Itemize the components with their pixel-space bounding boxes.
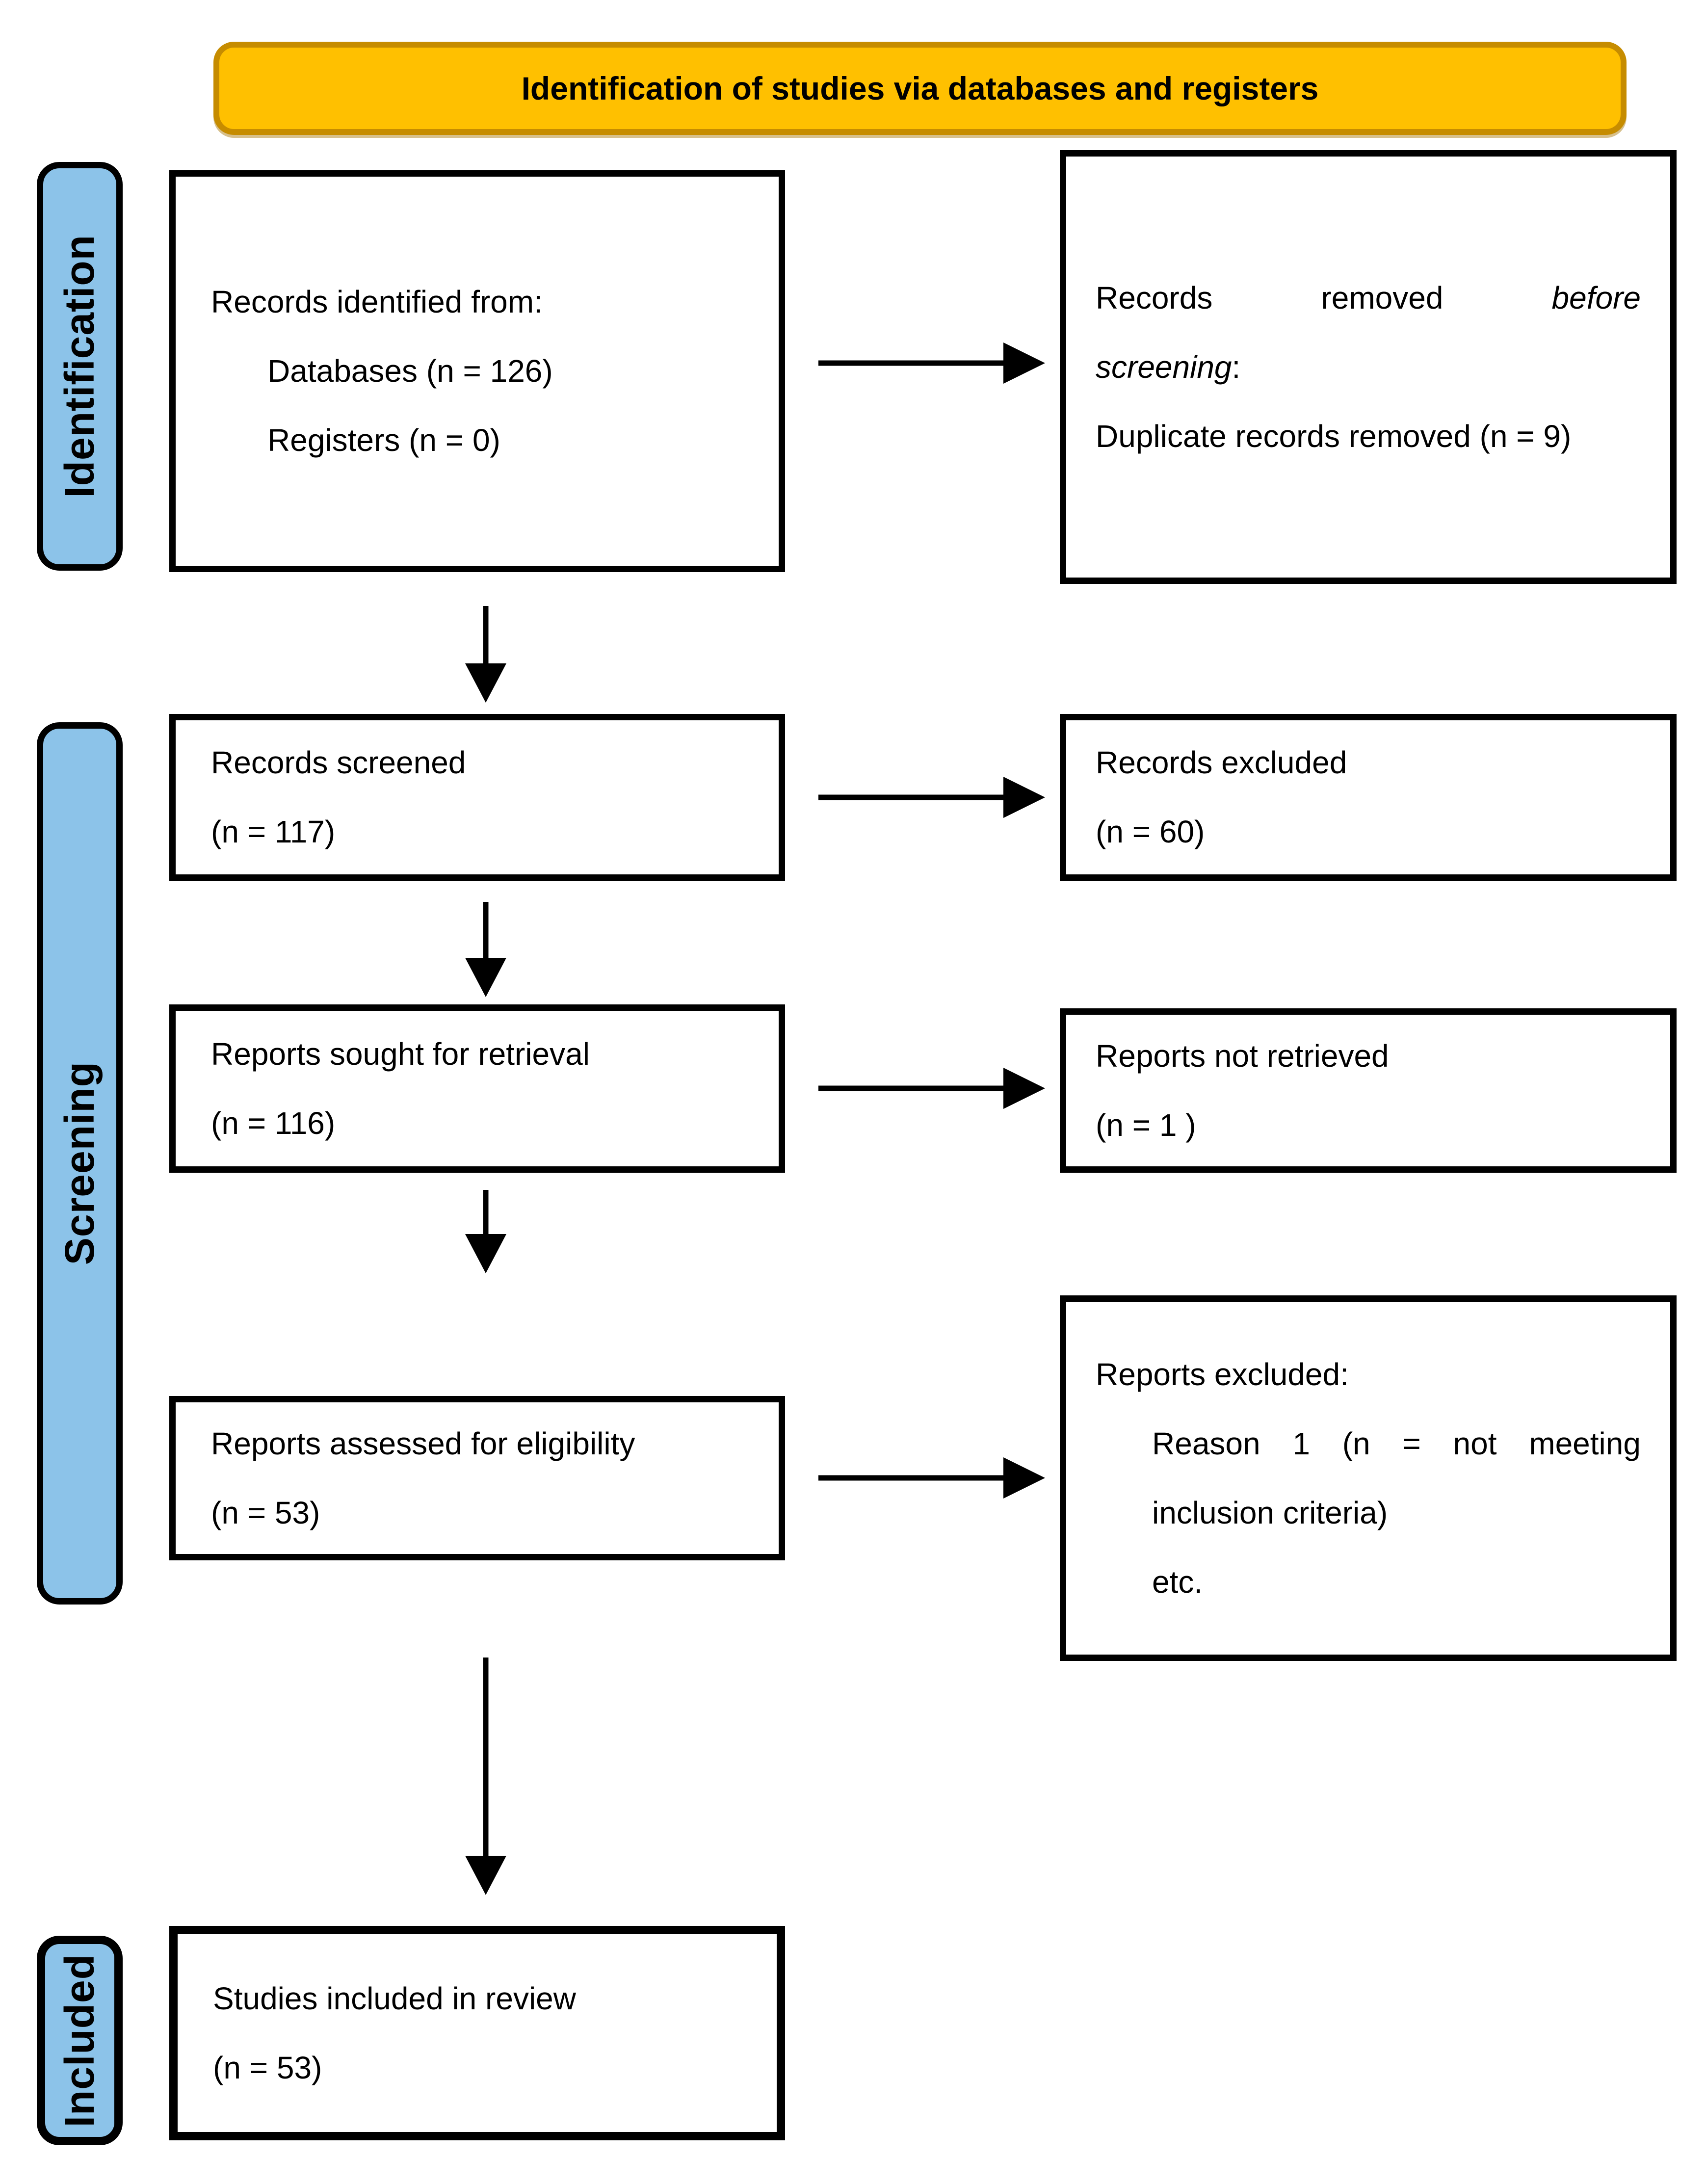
box-records-excluded: Records excluded (n = 60) xyxy=(1060,714,1677,881)
arrow-sought-to-assessed xyxy=(465,1190,506,1273)
reason-word2: 1 xyxy=(1292,1425,1310,1461)
studies-included-label: Studies included in review xyxy=(213,1980,576,2016)
reason-word5: not xyxy=(1453,1425,1497,1461)
stage-label-included: Included xyxy=(56,1953,103,2128)
reports-sought-label: Reports sought for retrieval xyxy=(211,1036,590,1072)
reports-assessed-label: Reports assessed for eligibility xyxy=(211,1425,635,1461)
reason-word4: = xyxy=(1402,1425,1421,1461)
records-screened-label: Records screened xyxy=(211,745,466,780)
arrow-identified-to-removed xyxy=(818,342,1045,384)
stage-bar-screening: Screening xyxy=(37,722,123,1605)
arrow-screened-to-sought xyxy=(465,902,506,997)
title-banner: Identification of studies via databases … xyxy=(213,42,1627,135)
records-screened-count: (n = 117) xyxy=(211,814,336,849)
box-records-removed: Records removed before screening: Duplic… xyxy=(1060,150,1677,584)
records-removed-screening-word: screening xyxy=(1096,349,1232,385)
stage-bar-included: Included xyxy=(37,1936,123,2145)
stage-label-screening: Screening xyxy=(56,1061,103,1265)
reports-assessed-count: (n = 53) xyxy=(211,1495,320,1530)
reports-excluded-heading: Reports excluded: xyxy=(1096,1356,1349,1392)
reports-excluded-criteria: inclusion criteria) xyxy=(1152,1495,1388,1530)
reports-sought-count: (n = 116) xyxy=(211,1105,336,1141)
box-reports-assessed: Reports assessed for eligibility (n = 53… xyxy=(169,1396,785,1560)
box-studies-included: Studies included in review (n = 53) xyxy=(169,1926,785,2140)
records-excluded-count: (n = 60) xyxy=(1096,814,1205,849)
records-removed-line1: Records removed before xyxy=(1096,263,1641,333)
records-identified-heading: Records identified from: xyxy=(211,284,543,319)
arrow-assessed-to-reports-excluded xyxy=(818,1457,1045,1499)
reason-word3: (n xyxy=(1342,1425,1370,1461)
box-reports-sought: Reports sought for retrieval (n = 116) xyxy=(169,1004,785,1173)
arrow-assessed-to-included xyxy=(465,1658,506,1895)
title-banner-text: Identification of studies via databases … xyxy=(521,70,1319,106)
reason-word6: meeting xyxy=(1529,1425,1641,1461)
records-removed-line2: screening: xyxy=(1096,333,1641,402)
reports-not-retrieved-label: Reports not retrieved xyxy=(1096,1038,1389,1074)
box-reports-excluded: Reports excluded: Reason 1 (n = not meet… xyxy=(1060,1295,1677,1661)
records-removed-word1: Records xyxy=(1096,280,1213,316)
reports-excluded-etc: etc. xyxy=(1152,1564,1203,1600)
records-removed-colon: : xyxy=(1232,349,1241,385)
stage-bar-identification: Identification xyxy=(37,162,123,571)
arrow-identified-to-screened xyxy=(465,606,506,703)
records-removed-duplicates: Duplicate records removed (n = 9) xyxy=(1096,418,1572,454)
records-identified-registers: Registers (n = 0) xyxy=(267,422,500,458)
box-reports-not-retrieved: Reports not retrieved (n = 1 ) xyxy=(1060,1008,1677,1173)
records-removed-word2: removed xyxy=(1321,280,1444,316)
records-identified-databases: Databases (n = 126) xyxy=(267,353,553,389)
arrow-sought-to-not-retrieved xyxy=(818,1068,1045,1109)
arrow-screened-to-excluded xyxy=(818,777,1045,818)
records-excluded-label: Records excluded xyxy=(1096,745,1347,780)
studies-included-count: (n = 53) xyxy=(213,2050,322,2085)
reason-word1: Reason xyxy=(1152,1425,1260,1461)
records-removed-word3: before xyxy=(1551,280,1641,316)
reports-excluded-reason-line: Reason 1 (n = not meeting xyxy=(1096,1409,1641,1478)
box-records-identified: Records identified from: Databases (n = … xyxy=(169,170,785,572)
box-records-screened: Records screened (n = 117) xyxy=(169,714,785,881)
stage-label-identification: Identification xyxy=(56,235,103,498)
reports-not-retrieved-count: (n = 1 ) xyxy=(1096,1107,1196,1143)
